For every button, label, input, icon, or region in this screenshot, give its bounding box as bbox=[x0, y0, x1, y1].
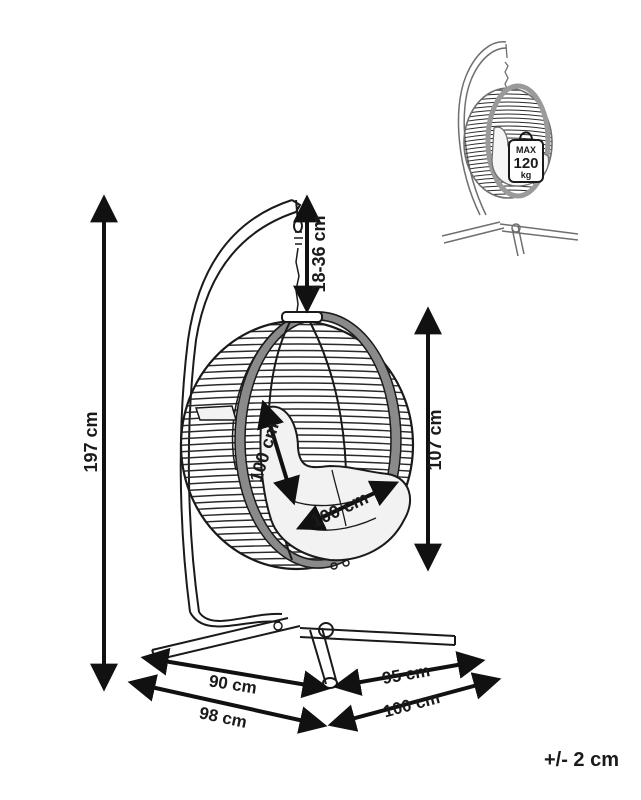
label-basket-height: 107 cm bbox=[425, 409, 445, 470]
tolerance-note: +/- 2 cm bbox=[543, 749, 619, 771]
label-base-outer-right: 100 cm bbox=[381, 688, 442, 721]
dimension-arrows bbox=[90, 194, 502, 734]
weight-badge-value: 120 bbox=[513, 155, 538, 172]
chain bbox=[293, 199, 303, 319]
label-chain-length: 18-36 cm bbox=[309, 215, 329, 292]
egg-basket bbox=[179, 311, 415, 571]
thumbnail-chair: MAX 120 kg bbox=[441, 41, 579, 257]
weight-badge-unit: kg bbox=[521, 170, 532, 180]
weight-badge-max: MAX bbox=[516, 145, 536, 155]
label-total-height: 197 cm bbox=[81, 411, 101, 472]
label-base-inner-right: 95 cm bbox=[381, 661, 432, 688]
